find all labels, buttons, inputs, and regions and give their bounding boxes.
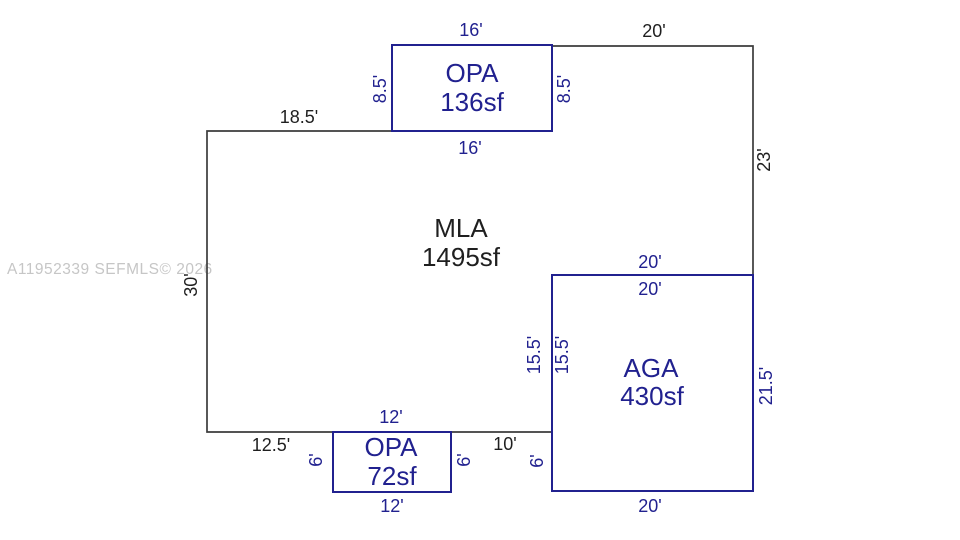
opa-top-right-dim: 8.5' bbox=[554, 74, 574, 104]
opa-top-box bbox=[391, 44, 553, 132]
mla-size: 1495sf bbox=[421, 242, 501, 272]
opa-top-left-dim: 8.5' bbox=[370, 74, 390, 104]
aga-top-dim: 20' bbox=[638, 279, 662, 299]
aga-size: 430sf bbox=[620, 381, 684, 411]
opa-bottom-bottom-dim: 12' bbox=[380, 496, 404, 516]
aga-bottom-dim: 20' bbox=[638, 496, 662, 516]
aga-right-dim: 21.5' bbox=[756, 366, 776, 406]
mla-top-right-dim: 20' bbox=[642, 21, 666, 41]
mla-bottom-right-dim: 10' bbox=[493, 434, 517, 454]
opa-bottom-right-dim: 6' bbox=[454, 453, 474, 467]
aga-box bbox=[551, 274, 754, 492]
mla-top-left-dim: 18.5' bbox=[279, 107, 319, 127]
opa-top-code: OPA bbox=[445, 58, 499, 88]
aga-code: AGA bbox=[623, 353, 679, 383]
opa-bottom-left-dim: 6' bbox=[306, 453, 326, 467]
aga-left-lower-dim: 6' bbox=[527, 454, 547, 468]
mla-code: MLA bbox=[434, 213, 488, 243]
opa-top-bottom-dim: 16' bbox=[458, 138, 482, 158]
aga-left-upper-dim: 15.5' bbox=[552, 335, 572, 375]
mla-aga-side-dim: 15.5' bbox=[524, 335, 544, 375]
mla-bottom-left-dim: 12.5' bbox=[251, 435, 291, 455]
mla-right-dim: 23' bbox=[754, 148, 774, 172]
opa-top-top-dim: 16' bbox=[459, 20, 483, 40]
mla-aga-top-dim: 20' bbox=[638, 252, 662, 272]
opa-bottom-box bbox=[332, 431, 452, 493]
opa-bottom-code: OPA bbox=[364, 432, 418, 462]
opa-bottom-top-dim: 12' bbox=[379, 407, 403, 427]
opa-bottom-size: 72sf bbox=[367, 461, 417, 491]
mla-left-dim: 30' bbox=[181, 273, 201, 297]
opa-top-size: 136sf bbox=[440, 87, 504, 117]
mls-watermark: A11952339 SEFMLS© 2026 bbox=[7, 261, 213, 278]
